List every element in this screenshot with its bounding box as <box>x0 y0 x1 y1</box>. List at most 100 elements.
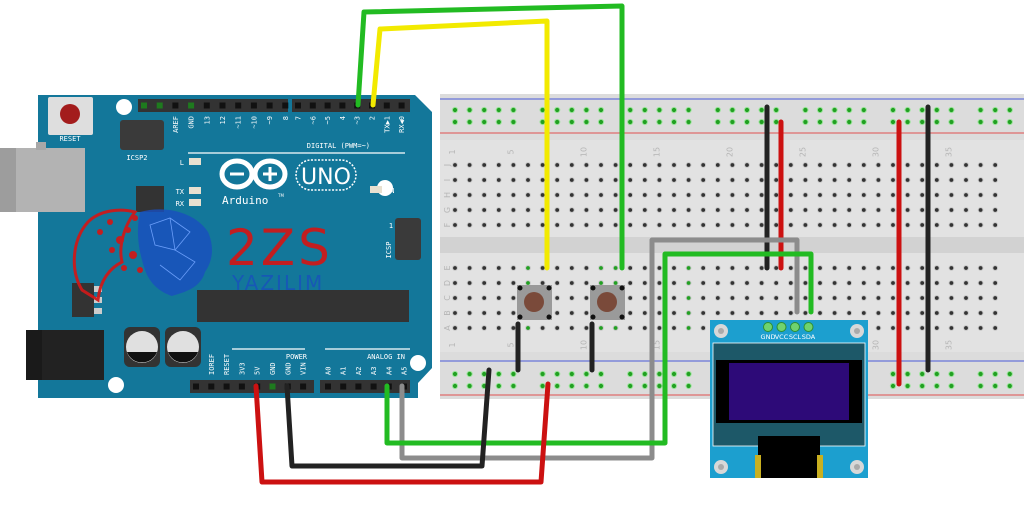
breadboard-hole[interactable] <box>817 310 823 316</box>
rail-hole[interactable] <box>802 118 809 126</box>
breadboard-hole[interactable] <box>598 222 604 228</box>
rail-hole[interactable] <box>597 370 605 378</box>
rail-hole[interactable] <box>641 382 648 390</box>
rail-hole[interactable] <box>1006 382 1013 390</box>
breadboard-hole[interactable] <box>495 192 502 198</box>
breadboard-hole[interactable] <box>890 295 896 301</box>
breadboard-hole[interactable] <box>466 310 473 316</box>
breadboard-hole[interactable] <box>452 265 458 271</box>
breadboard-hole[interactable] <box>846 280 853 286</box>
header-pin[interactable] <box>269 383 276 390</box>
breadboard-hole[interactable] <box>671 177 677 183</box>
breadboard-hole[interactable] <box>583 207 590 213</box>
rail-hole[interactable] <box>846 118 853 126</box>
breadboard-hole[interactable] <box>452 222 458 228</box>
rail-hole[interactable] <box>641 106 648 114</box>
breadboard-hole[interactable] <box>612 207 619 213</box>
breadboard-hole[interactable] <box>641 295 648 301</box>
breadboard-hole[interactable] <box>860 162 867 168</box>
breadboard-hole[interactable] <box>963 162 969 168</box>
breadboard-hole[interactable] <box>758 192 765 198</box>
breadboard-hole[interactable] <box>539 207 546 213</box>
breadboard-hole[interactable] <box>729 310 736 316</box>
breadboard-hole[interactable] <box>583 177 590 183</box>
breadboard-hole[interactable] <box>773 162 780 168</box>
breadboard-hole[interactable] <box>495 162 502 168</box>
breadboard-hole[interactable] <box>554 192 561 198</box>
breadboard-hole[interactable] <box>744 177 750 183</box>
breadboard-hole[interactable] <box>817 280 823 286</box>
header-pin[interactable] <box>339 102 346 109</box>
breadboard-hole[interactable] <box>919 192 926 198</box>
breadboard-hole[interactable] <box>904 207 911 213</box>
rail-hole[interactable] <box>656 382 663 390</box>
rail-hole[interactable] <box>583 382 590 390</box>
breadboard-hole[interactable] <box>890 280 896 286</box>
rail-hole[interactable] <box>729 106 736 114</box>
breadboard-hole[interactable] <box>992 222 999 228</box>
breadboard-hole[interactable] <box>714 280 721 286</box>
breadboard-hole[interactable] <box>977 162 984 168</box>
rail-hole[interactable] <box>583 370 590 378</box>
breadboard-hole[interactable] <box>612 280 619 286</box>
breadboard-hole[interactable] <box>466 325 473 331</box>
breadboard-hole[interactable] <box>452 310 458 316</box>
breadboard-hole[interactable] <box>846 207 853 213</box>
push-button-1[interactable] <box>517 285 552 320</box>
breadboard-hole[interactable] <box>919 295 926 301</box>
breadboard-hole[interactable] <box>627 162 634 168</box>
breadboard-hole[interactable] <box>948 325 955 331</box>
breadboard-hole[interactable] <box>466 192 473 198</box>
rail-hole[interactable] <box>568 370 575 378</box>
rail-hole[interactable] <box>977 382 984 390</box>
breadboard-hole[interactable] <box>831 280 838 286</box>
breadboard-hole[interactable] <box>714 192 721 198</box>
rail-hole[interactable] <box>554 382 561 390</box>
breadboard-hole[interactable] <box>481 192 488 198</box>
rail-hole[interactable] <box>510 382 517 390</box>
reset-button-cap[interactable] <box>60 104 80 124</box>
breadboard-hole[interactable] <box>671 192 677 198</box>
breadboard-hole[interactable] <box>817 192 823 198</box>
breadboard-hole[interactable] <box>700 265 707 271</box>
breadboard-hole[interactable] <box>612 192 619 198</box>
breadboard-hole[interactable] <box>802 295 809 301</box>
breadboard-hole[interactable] <box>948 177 955 183</box>
header-pin[interactable] <box>141 102 147 109</box>
breadboard-hole[interactable] <box>641 222 648 228</box>
breadboard-hole[interactable] <box>977 265 984 271</box>
breadboard-hole[interactable] <box>860 280 867 286</box>
push-button-2[interactable] <box>590 285 625 320</box>
breadboard-hole[interactable] <box>831 162 838 168</box>
breadboard-hole[interactable] <box>481 265 488 271</box>
breadboard-hole[interactable] <box>510 192 517 198</box>
breadboard-hole[interactable] <box>919 177 926 183</box>
rail-hole[interactable] <box>495 382 502 390</box>
breadboard-hole[interactable] <box>919 162 926 168</box>
breadboard-hole[interactable] <box>729 295 736 301</box>
wire-5v-red[interactable] <box>253 381 551 485</box>
breadboard-hole[interactable] <box>627 325 634 331</box>
rail-hole[interactable] <box>816 118 824 126</box>
breadboard-hole[interactable] <box>729 162 736 168</box>
breadboard-hole[interactable] <box>875 280 882 286</box>
breadboard-hole[interactable] <box>641 192 648 198</box>
header-pin[interactable] <box>340 383 347 390</box>
breadboard-hole[interactable] <box>539 325 546 331</box>
breadboard-hole[interactable] <box>802 265 809 271</box>
breadboard-hole[interactable] <box>481 280 488 286</box>
breadboard-hole[interactable] <box>963 222 969 228</box>
breadboard-hole[interactable] <box>933 177 940 183</box>
breadboard-hole[interactable] <box>685 310 692 316</box>
breadboard-hole[interactable] <box>539 265 546 271</box>
breadboard-hole[interactable] <box>904 162 911 168</box>
breadboard-hole[interactable] <box>466 265 473 271</box>
breadboard-hole[interactable] <box>700 177 707 183</box>
breadboard-hole[interactable] <box>568 207 575 213</box>
rail-hole[interactable] <box>948 106 955 114</box>
rail-hole[interactable] <box>992 118 999 126</box>
breadboard-hole[interactable] <box>802 162 809 168</box>
rail-hole[interactable] <box>860 118 867 126</box>
breadboard-hole[interactable] <box>481 207 488 213</box>
breadboard-hole[interactable] <box>525 177 531 183</box>
